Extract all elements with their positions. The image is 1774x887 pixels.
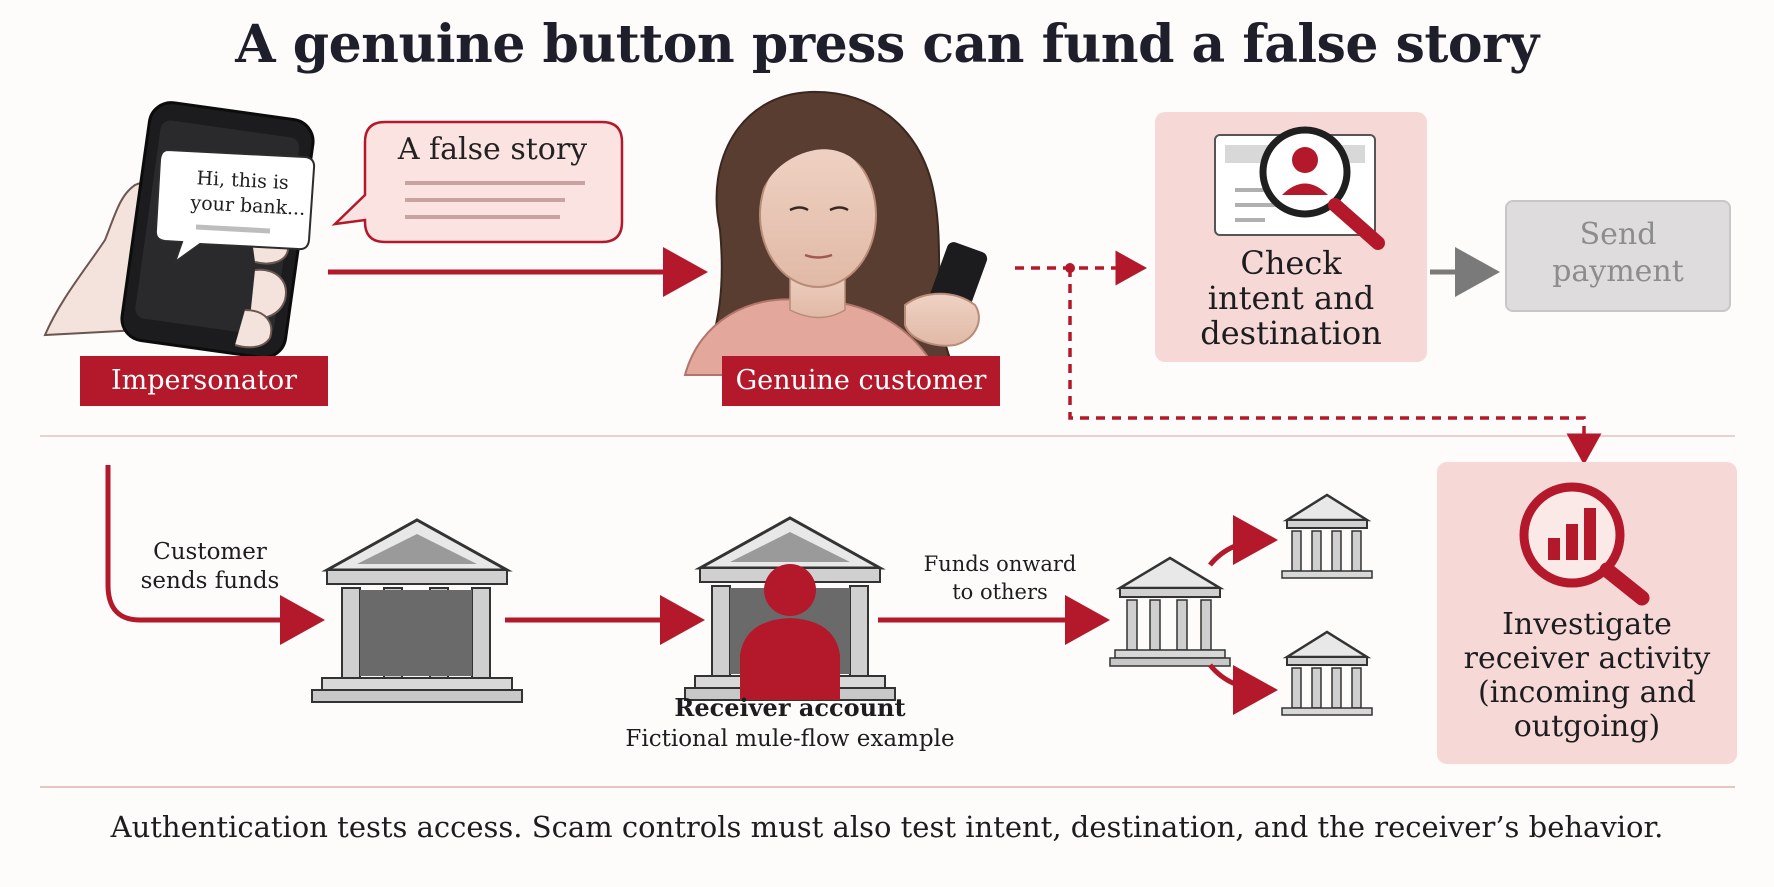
- investigate-line-2: receiver activity: [1463, 641, 1711, 676]
- false-story-text: A false story: [397, 132, 588, 167]
- check-line-1: Check: [1240, 244, 1342, 282]
- check-line-2: intent and: [1207, 279, 1375, 317]
- dashed-arrow-to-investigate: [1068, 268, 1602, 465]
- investigate-text: Investigate receiver activity (incoming …: [1437, 608, 1737, 744]
- receiver-person-icon: [740, 564, 840, 700]
- investigate-line-4: outgoing): [1513, 709, 1661, 744]
- customer-portrait-icon: [683, 90, 988, 376]
- arrow-onward-up: [1208, 515, 1278, 567]
- funds-onward-text: Funds onward to others: [910, 550, 1090, 606]
- investigate-line-1: Investigate: [1502, 607, 1672, 642]
- speech-bubble-icon: [331, 120, 624, 244]
- customer-sends-text: Customer sends funds: [130, 538, 290, 596]
- hand-phone-icon: Hi, this is your bank...: [43, 101, 316, 360]
- page-title: A genuine button press can fund a false …: [235, 14, 1539, 75]
- customer-sends-line-1: Customer: [153, 539, 267, 565]
- investigate-line-3: (incoming and: [1478, 675, 1696, 710]
- onward-bank-icon: [1109, 556, 1231, 667]
- send-payment-box: Send payment: [1505, 200, 1731, 312]
- impersonator-label: Impersonator: [80, 356, 328, 406]
- funds-onward-line-1: Funds onward: [923, 552, 1077, 576]
- funds-onward-line-2: to others: [952, 580, 1048, 604]
- send-line-1: Send: [1579, 217, 1657, 252]
- customer-label: Genuine customer: [722, 356, 1000, 406]
- footer-caption: Authentication tests access. Scam contro…: [110, 810, 1664, 844]
- phone-message-line-1: Hi, this is: [196, 167, 289, 194]
- receiver-caption: Fictional mule-flow example: [625, 726, 955, 752]
- bar-chart-magnifier-icon: [1519, 482, 1650, 606]
- arrow-customer-sends: [105, 465, 325, 645]
- customer-sends-line-2: sends funds: [140, 568, 280, 594]
- bank-building-icon: [311, 518, 523, 703]
- send-line-2: payment: [1552, 254, 1684, 289]
- arrow-onward-down: [1208, 663, 1278, 715]
- check-line-3: destination: [1200, 314, 1382, 352]
- destination-bank-icon-2: [1281, 630, 1373, 716]
- id-card-magnifier-icon: [1214, 126, 1385, 250]
- receiver-account-label: Receiver account: [674, 693, 906, 722]
- destination-bank-icon-1: [1281, 493, 1373, 579]
- check-intent-text: Check intent and destination: [1155, 246, 1427, 351]
